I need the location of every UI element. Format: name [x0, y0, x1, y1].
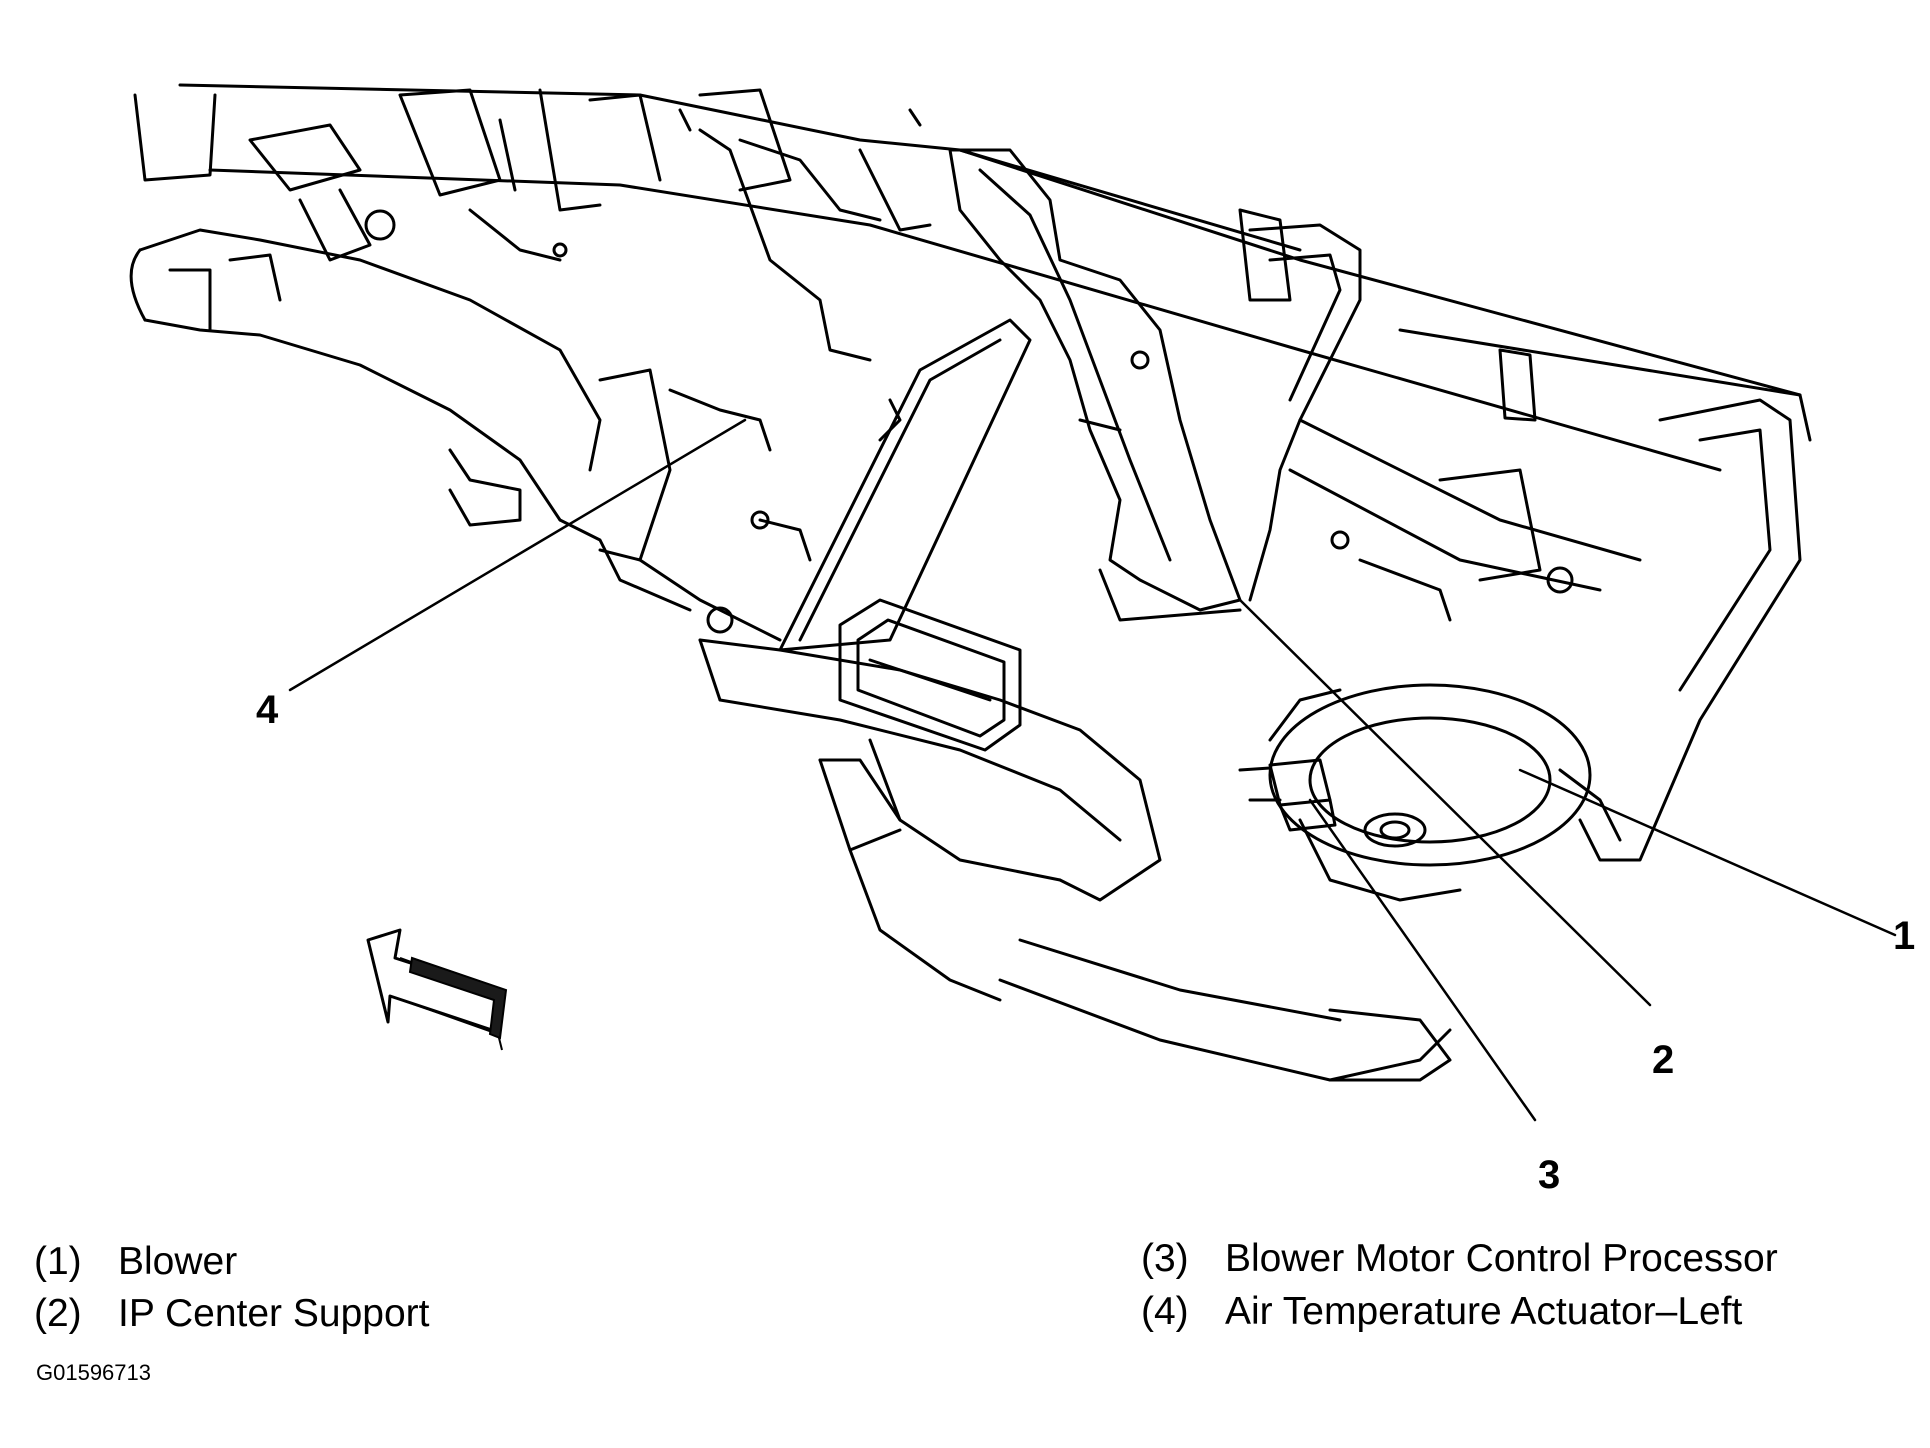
callout-number-1: 1	[1893, 914, 1916, 958]
legend-label: IP Center Support	[118, 1292, 430, 1335]
callout-number-4: 4	[256, 688, 279, 732]
upper-dash-frame	[133, 83, 1812, 472]
vent-register	[838, 598, 1022, 752]
legend-label: Blower Motor Control Processor	[1225, 1237, 1778, 1280]
left-air-duct	[129, 228, 602, 527]
lower-plenum-housing	[698, 638, 1452, 1082]
center-air-duct	[758, 318, 1032, 652]
callout-number-2: 2	[1652, 1038, 1675, 1082]
legend-key: (3)	[1141, 1237, 1189, 1280]
callout-leader-lines	[288, 418, 1897, 1122]
legend-item-3: (3) Blower Motor Control Processor	[1141, 1237, 1778, 1281]
legend-item-1: (1) Blower	[34, 1240, 237, 1284]
blower-assembly	[1268, 683, 1622, 902]
legend-label: Blower	[118, 1240, 238, 1283]
legend-label: Air Temperature Actuator–Left	[1225, 1290, 1743, 1333]
right-frame-brackets	[1248, 223, 1802, 862]
ip-center-support	[948, 148, 1242, 622]
left-mount-brackets	[558, 128, 882, 642]
figure-id: G01596713	[36, 1360, 151, 1385]
legend-key: (4)	[1141, 1290, 1189, 1333]
callout-number-3: 3	[1538, 1153, 1561, 1197]
legend-item-2: (2) IP Center Support	[34, 1292, 429, 1336]
blower-motor-control-processor	[1238, 758, 1337, 832]
legend-key: (1)	[34, 1240, 82, 1283]
front-direction-arrow-icon	[366, 928, 508, 1051]
legend-item-4: (4) Air Temperature Actuator–Left	[1141, 1290, 1742, 1334]
legend-key: (2)	[34, 1292, 82, 1335]
